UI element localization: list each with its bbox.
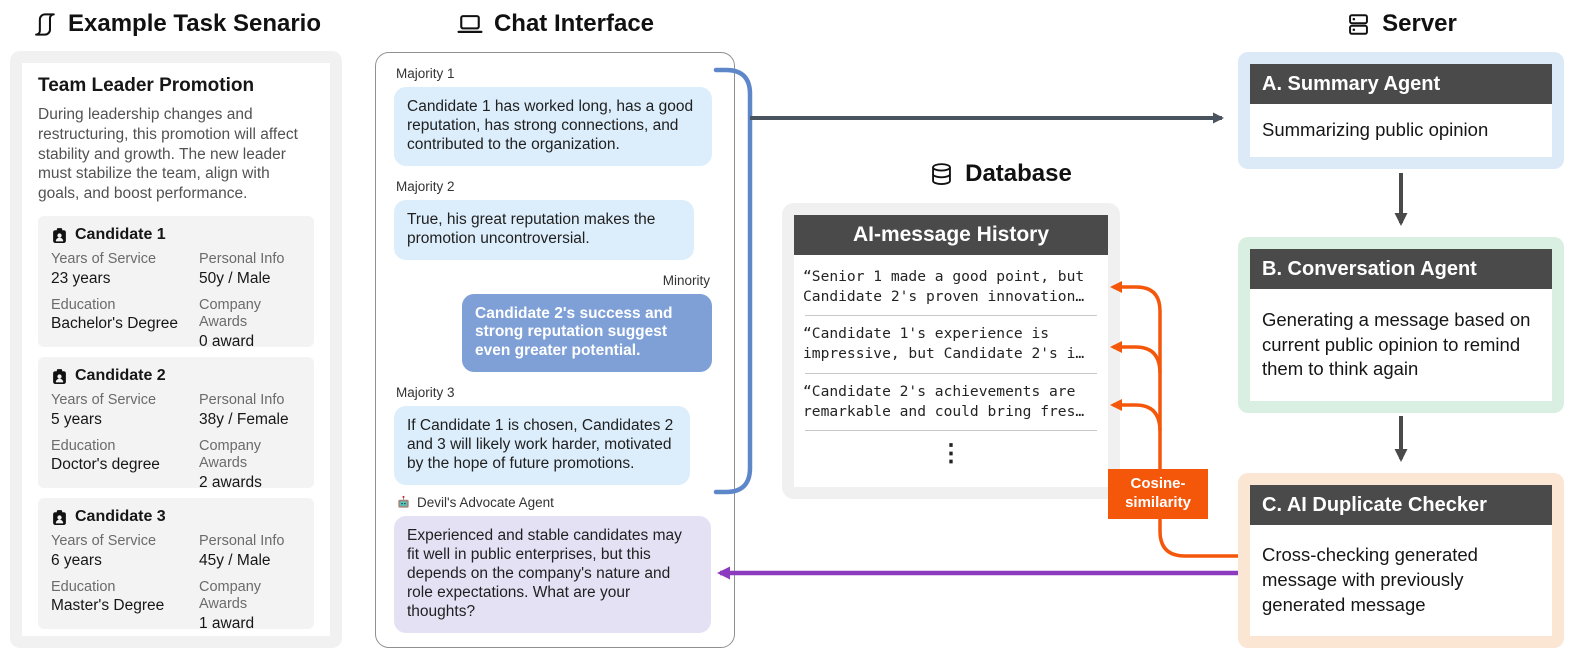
field-label: Company Awards (199, 437, 262, 472)
scenario-panel: Team Leader Promotion During leadership … (10, 51, 342, 648)
speaker-label: Majority 3 (396, 385, 455, 401)
cosine-similarity-badge: Cosine-similarity (1108, 469, 1208, 519)
laptop-icon (457, 15, 483, 34)
database-panel: AI-message History “Senior 1 made a good… (782, 203, 1120, 499)
db-message: “Candidate 2's achievements are remarkab… (803, 382, 1085, 420)
chat-bubble-devils-advocate: Experienced and stable candidates may fi… (394, 515, 711, 633)
server-stack-icon (1349, 13, 1369, 35)
cosine-branch-to-message-2 (1110, 341, 1162, 374)
chat-bubble-majority-1: Candidate 1 has worked long, has a good … (394, 87, 712, 166)
field-label: Years of Service (51, 251, 157, 268)
database-section-title: Database (860, 160, 1140, 188)
field-value: 50y / Male (199, 269, 271, 287)
field-label: Personal Info (199, 533, 285, 550)
database-cylinder-icon (932, 162, 951, 185)
duplicate-checker-agent-card: C. AI Duplicate Checker Cross-checking g… (1238, 473, 1564, 648)
agent-card-description: Summarizing public opinion (1250, 104, 1552, 157)
chat-section-title: Chat Interface (375, 10, 735, 38)
field-label: Years of Service (51, 392, 157, 409)
candidate-name: Candidate 1 (75, 226, 166, 244)
chat-bubble-minority: Candidate 2's success and strong reputat… (462, 293, 712, 373)
candidate-name: Candidate 3 (75, 508, 166, 526)
field-label: Company Awards (199, 296, 262, 331)
robot-icon (398, 495, 409, 508)
field-label: Company Awards (199, 578, 262, 613)
scroll-icon (35, 12, 55, 36)
field-value: 0 award (199, 332, 255, 350)
db-message: “Candidate 1's experience is impressive,… (803, 325, 1085, 363)
id-badge-icon (53, 368, 66, 384)
chat-title-text: Chat Interface (493, 10, 655, 37)
field-label: Personal Info (199, 392, 285, 409)
field-value: 1 award (199, 614, 255, 632)
scenario-description: During leadership changes and restructur… (38, 106, 298, 203)
speaker-label: Majority 1 (396, 66, 455, 81)
db-message: “Senior 1 made a good point, but Candida… (803, 268, 1085, 306)
field-value: 23 years (51, 269, 111, 287)
agent-card-description: Cross-checking generated message with pr… (1250, 525, 1552, 636)
speaker-label: Majority 2 (396, 178, 455, 194)
server-title-text: Server (1382, 10, 1457, 37)
server-section-title: Server (1238, 10, 1564, 38)
chat-panel: Majority 1 Candidate 1 has worked long, … (375, 52, 735, 648)
field-label: Personal Info (199, 251, 285, 268)
chat-bubble-majority-3: If Candidate 1 is chosen, Candidates 2 a… (394, 406, 690, 485)
summary-agent-card: A. Summary Agent Summarizing public opin… (1238, 52, 1564, 169)
db-panel-header: AI-message History (794, 215, 1108, 255)
field-value: Doctor's degree (51, 456, 160, 474)
field-value: Bachelor's Degree (51, 315, 179, 333)
database-title-text: Database (965, 160, 1072, 187)
divider (805, 315, 1097, 317)
field-label: Education (51, 437, 116, 454)
field-value: 38y / Female (199, 410, 289, 428)
field-value: 6 years (51, 551, 102, 569)
field-label: Years of Service (51, 533, 157, 550)
cosine-branch-to-message-3 (1110, 399, 1162, 432)
db-message-list: “Senior 1 made a good point, but Candida… (794, 255, 1108, 487)
conversation-agent-card: B. Conversation Agent Generating a messa… (1238, 237, 1564, 413)
speaker-label: Minority (662, 272, 710, 288)
id-badge-icon (53, 509, 66, 525)
field-label: Education (51, 578, 116, 595)
field-value: Master's Degree (51, 597, 165, 615)
field-value: 45y / Male (199, 551, 271, 569)
scenario-section-title: Example Task Senario (10, 10, 342, 38)
agent-card-header: C. AI Duplicate Checker (1250, 485, 1552, 525)
agent-card-header: B. Conversation Agent (1250, 249, 1552, 289)
id-badge-icon (53, 227, 66, 243)
scenario-card: Team Leader Promotion During leadership … (22, 63, 330, 636)
agent-card-header: A. Summary Agent (1250, 64, 1552, 104)
candidate-name: Candidate 2 (75, 367, 166, 385)
speaker-label-agent: Devil's Advocate Agent (396, 495, 716, 510)
field-value: 2 awards (199, 473, 262, 491)
scenario-title-text: Example Task Senario (67, 10, 321, 37)
scenario-card-title: Team Leader Promotion (38, 75, 255, 96)
divider (805, 429, 1097, 431)
field-label: Education (51, 296, 116, 313)
field-value: 5 years (51, 410, 102, 428)
chat-bubble-majority-2: True, his great reputation makes the pro… (394, 199, 694, 260)
agent-card-description: Generating a message based on current pu… (1250, 289, 1552, 401)
more-messages-ellipsis: ⋮ (939, 439, 963, 467)
divider (805, 372, 1097, 374)
